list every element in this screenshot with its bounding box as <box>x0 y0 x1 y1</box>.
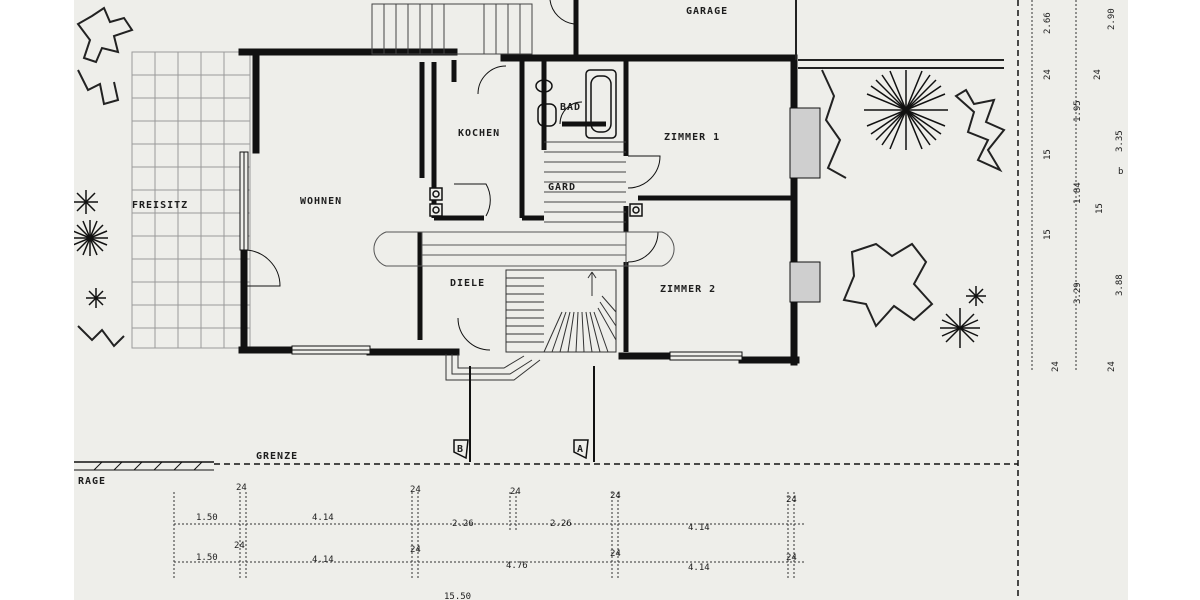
label-garage-left: RAGE <box>78 476 106 487</box>
label-freisitz: FREISITZ <box>132 200 188 211</box>
dim-right: 3.29 <box>1073 282 1083 304</box>
section-a-arrow <box>573 439 589 460</box>
dim-right: 1.95 <box>1073 100 1083 122</box>
label-wohnen: WOHNEN <box>300 196 342 207</box>
windows <box>239 107 821 361</box>
section-b-arrow <box>453 439 469 460</box>
dim-24: 24 <box>410 545 421 555</box>
label-grenze: GRENZE <box>256 451 298 462</box>
dim-row1: 4.14 <box>312 513 334 523</box>
dim-right: 24 <box>1107 361 1117 372</box>
dim-row1: 4.14 <box>688 523 710 533</box>
dim-right: 15 <box>1043 229 1053 240</box>
door-swings <box>243 0 661 351</box>
dim-row2: 4.76 <box>506 561 528 571</box>
interior-walls <box>417 0 794 352</box>
dim-right-fragment: b <box>1118 167 1123 177</box>
dim-right: 15 <box>1095 203 1105 214</box>
stairs-gard <box>544 141 626 223</box>
label-garage-top: GARAGE <box>686 6 728 17</box>
dim-right: 15 <box>1043 149 1053 160</box>
entrance-steps <box>445 354 541 381</box>
dim-row2: 4.14 <box>312 555 334 565</box>
dim-24: 24 <box>786 495 797 505</box>
stairs-top <box>371 3 533 55</box>
label-section-a: A <box>577 444 584 455</box>
exterior-walls <box>238 48 800 366</box>
dim-right: 24 <box>1093 69 1103 80</box>
label-zimmer-1: ZIMMER 1 <box>664 132 720 143</box>
shrub-left-top <box>76 6 134 106</box>
dim-right: 2.66 <box>1043 12 1053 34</box>
dim-24: 24 <box>786 553 797 563</box>
shrub-left-bottom <box>77 325 125 348</box>
garage-wall <box>795 0 1004 69</box>
label-zimmer-2: ZIMMER 2 <box>660 284 716 295</box>
section-lines <box>469 366 595 462</box>
palm-right-small <box>940 286 986 348</box>
dim-24: 24 <box>510 487 521 497</box>
kitchen-fixtures <box>429 187 643 217</box>
dim-right: 3.88 <box>1115 274 1125 296</box>
dim-row1: 2.26 <box>452 519 474 529</box>
palm-right-large <box>864 70 948 150</box>
label-gard: GARD <box>548 182 576 193</box>
dim-24: 24 <box>610 549 621 559</box>
dim-row1: 1.50 <box>196 513 218 523</box>
property-boundary <box>214 0 1019 600</box>
label-kochen: KOCHEN <box>458 128 500 139</box>
dim-right: 3.35 <box>1115 130 1125 152</box>
label-bad: BAD <box>560 102 581 113</box>
freisitz-paving <box>131 51 251 349</box>
dim-24: 24 <box>236 483 247 493</box>
garage-hatch <box>74 461 214 471</box>
dim-right: 24 <box>1051 361 1061 372</box>
dim-24: 24 <box>234 541 245 551</box>
dim-24: 24 <box>610 491 621 501</box>
dim-row1: 2.26 <box>550 519 572 529</box>
dim-row2: 1.50 <box>196 553 218 563</box>
label-diele: DIELE <box>450 278 485 289</box>
palm-left <box>74 190 108 308</box>
dim-right: 1.84 <box>1073 182 1083 204</box>
dim-row2: 4.14 <box>688 563 710 573</box>
shrub-right <box>821 69 1006 328</box>
bathroom-fixtures <box>535 69 617 139</box>
dim-24: 24 <box>410 485 421 495</box>
stairs-main <box>505 269 617 353</box>
floor-plan-sheet: GARAGE RAGE FREISITZ WOHNEN KOCHEN BAD G… <box>74 0 1128 600</box>
label-section-b: B <box>457 444 464 455</box>
dim-right: 24 <box>1043 69 1053 80</box>
dimension-lines <box>173 0 1077 580</box>
floor-plan-drawing: GARAGE RAGE FREISITZ WOHNEN KOCHEN BAD G… <box>74 0 1125 600</box>
dim-total: 15.50 <box>444 592 471 600</box>
diele-band <box>373 231 675 267</box>
dim-right: 2.90 <box>1107 8 1117 30</box>
